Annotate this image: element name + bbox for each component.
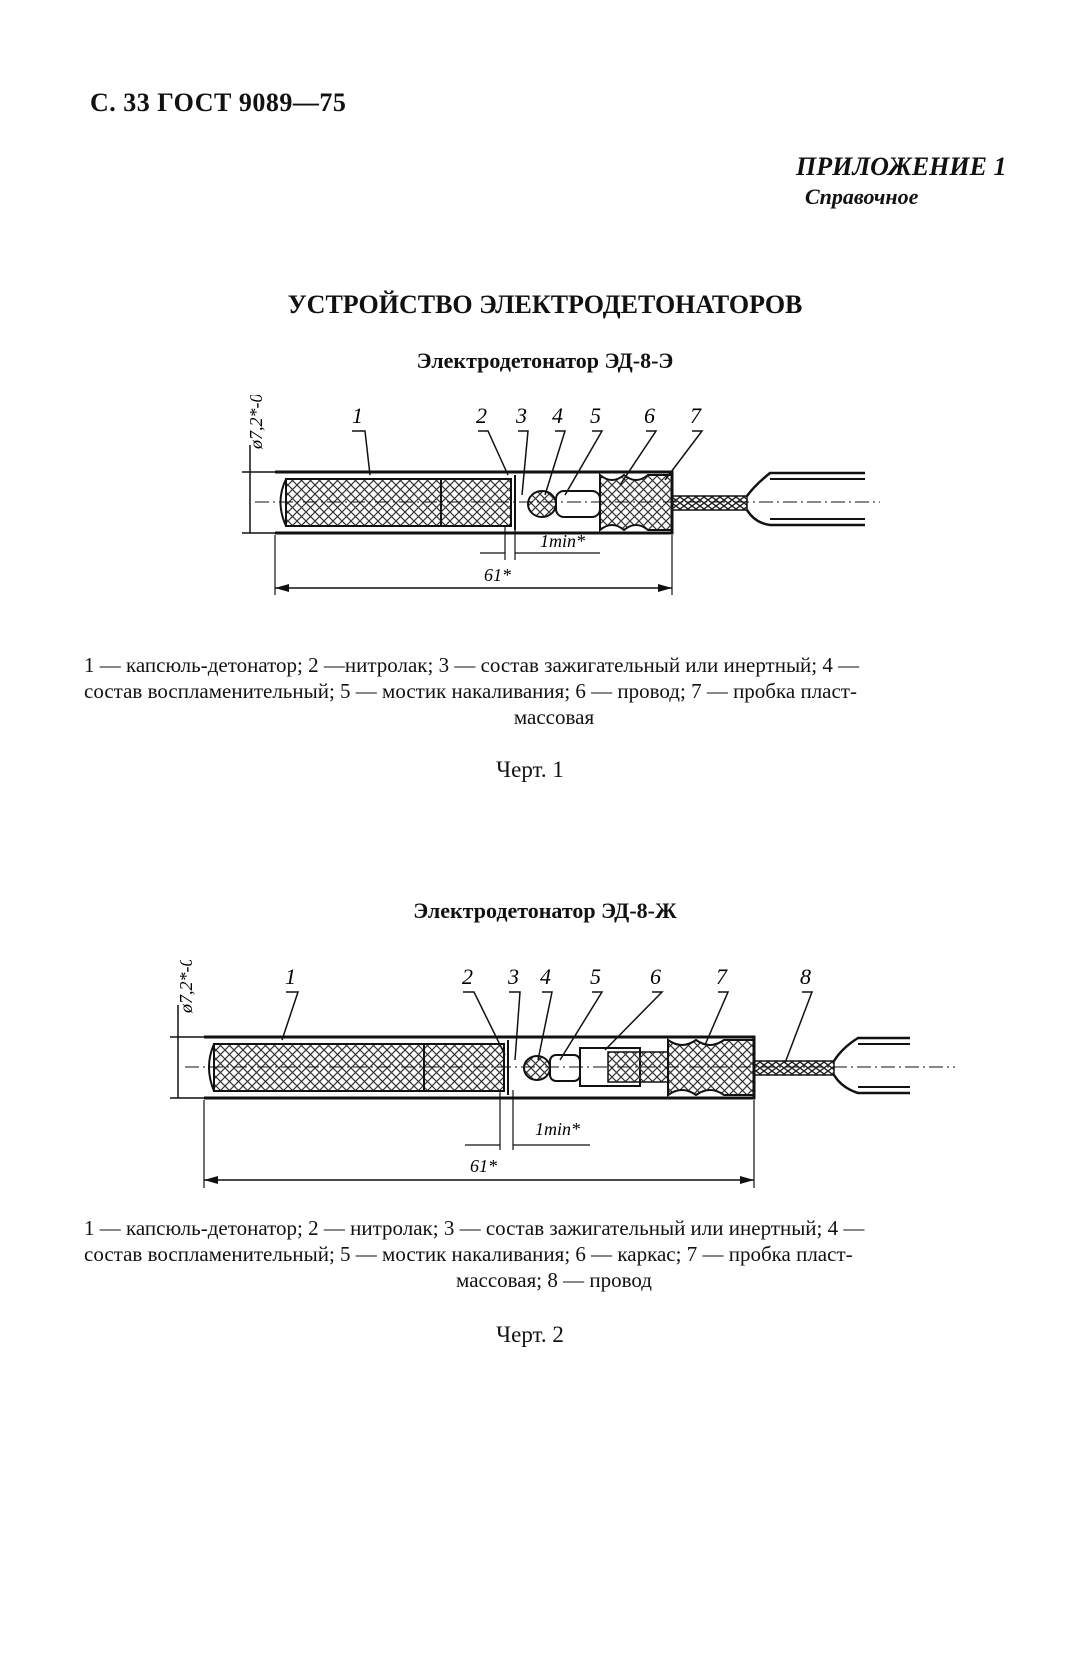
plastic-plug [667, 1038, 755, 1097]
fig2-callout-5: 5 [590, 964, 601, 989]
fig1-callout-7: 7 [690, 403, 702, 428]
fig1-callout-2: 2 [476, 403, 487, 428]
fig2-callout-2: 2 [462, 964, 473, 989]
fig2-callout-6: 6 [650, 964, 661, 989]
fuse-head [527, 490, 557, 518]
main-title: УСТРОЙСТВО ЭЛЕКТРОДЕТОНАТОРОВ [287, 290, 803, 319]
fig1-callout-5: 5 [590, 403, 601, 428]
fig1-callout-3: 3 [515, 403, 527, 428]
figure1-diagram: ø7,2*-0,2 61* 1min* 1 2 3 4 5 6 7 [242, 395, 880, 595]
figure2-caption: Черт. 2 [496, 1322, 564, 1347]
legend-line: 1 — капсюль-детонатор; 2 — нитролак; 3 —… [84, 1216, 865, 1240]
figure2-legend: 1 — капсюль-детонатор; 2 — нитролак; 3 —… [84, 1215, 1024, 1293]
plastic-plug [599, 472, 673, 533]
legend-line: состав воспламенительный; 5 — мостик нак… [84, 1242, 853, 1266]
legend-line: массовая; 8 — провод [456, 1268, 652, 1292]
fig1-callout-6: 6 [644, 403, 655, 428]
figure1-caption: Черт. 1 [496, 757, 564, 782]
appendix-title: ПРИЛОЖЕНИЕ 1 [796, 152, 1007, 181]
fig1-callout-4: 4 [552, 403, 563, 428]
figure1-title: Электродетонатор ЭД-8-Э [416, 348, 674, 373]
legend-line: состав воспламенительный; 5 — мостик нак… [84, 679, 857, 703]
fig2-length-label: 61* [470, 1156, 497, 1176]
fig2-callout-7: 7 [716, 964, 728, 989]
fuse-head [523, 1055, 551, 1081]
fig2-callout-4: 4 [540, 964, 551, 989]
wire [753, 1060, 835, 1076]
figure2-diagram: ø7,2*-0,2 61* 1min* 1 2 3 4 5 6 7 8 [170, 960, 955, 1188]
page-header: С. 33 ГОСТ 9089—75 [90, 88, 347, 117]
appendix-subtitle: Справочное [805, 184, 919, 209]
fig2-mingap-label: 1min* [535, 1119, 580, 1139]
fig1-diameter-label: ø7,2*-0,2 [246, 395, 266, 450]
wire [671, 495, 748, 511]
fig2-diameter-label: ø7,2*-0,2 [176, 960, 196, 1014]
figure1-legend: 1 — капсюль-детонатор; 2 —нитролак; 3 — … [84, 652, 1024, 730]
fig2-callout-3: 3 [507, 964, 519, 989]
legend-line: 1 — капсюль-детонатор; 2 —нитролак; 3 — … [84, 653, 860, 677]
fig1-length-label: 61* [484, 565, 511, 585]
fig2-callout-8: 8 [800, 964, 811, 989]
figure2-title: Электродетонатор ЭД-8-Ж [413, 898, 677, 923]
fig1-callout-1: 1 [352, 403, 363, 428]
legend-line: массовая [513, 705, 595, 729]
fig2-callout-1: 1 [285, 964, 296, 989]
fig1-mingap-label: 1min* [540, 531, 585, 551]
